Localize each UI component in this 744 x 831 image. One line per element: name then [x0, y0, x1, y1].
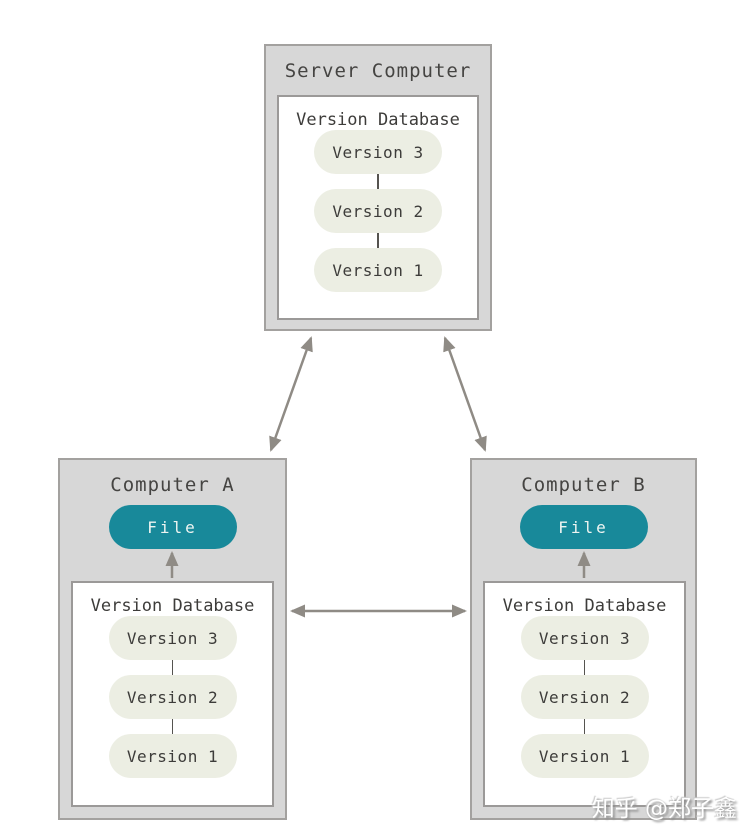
computer-b-version-database-title: Version Database [502, 596, 667, 616]
computer-a-box: Computer A File Version Database Version… [58, 458, 287, 820]
version-link-line [171, 719, 174, 734]
version-link-line [583, 660, 586, 675]
server-computer-title: Server Computer [284, 60, 472, 82]
computer-b-version-2-pill: Version 2 [520, 675, 649, 719]
version-link-line [377, 233, 379, 248]
server-version-2-pill: Version 2 [314, 189, 442, 233]
computer-a-version-2-pill: Version 2 [108, 675, 237, 719]
computer-b-version-1-pill: Version 1 [520, 734, 649, 778]
computer-a-version-database-title: Version Database [90, 596, 255, 616]
computer-b-file-pill: File [519, 505, 648, 549]
server-computer-box: Server Computer Version Database Version… [264, 44, 492, 331]
computer-a-version-database-box: Version Database Version 3 Version 2 Ver… [71, 581, 274, 807]
server-version-1-pill: Version 1 [314, 248, 442, 292]
server-version-database-title: Version Database [296, 110, 460, 130]
computer-b-box: Computer B File Version Database Version… [470, 458, 697, 820]
server-version-3-pill: Version 3 [314, 130, 442, 174]
server-to-computer-a-arrow [269, 336, 313, 452]
server-version-database-box: Version Database Version 3 Version 2 Ver… [277, 95, 479, 320]
computer-b-title: Computer B [521, 474, 646, 496]
computer-a-version-3-pill: Version 3 [108, 616, 237, 660]
computer-a-version-1-pill: Version 1 [108, 734, 237, 778]
computer-a-file-pill: File [108, 505, 237, 549]
server-to-computer-b-arrow [443, 336, 487, 452]
computer-a-title: Computer A [110, 474, 235, 496]
zhihu-watermark: 知乎 @郑子鑫 [591, 796, 737, 822]
version-link-line [583, 719, 586, 734]
version-link-line [377, 174, 379, 189]
version-link-line [171, 660, 174, 675]
computer-b-version-database-box: Version Database Version 3 Version 2 Ver… [483, 581, 686, 807]
computer-b-version-3-pill: Version 3 [520, 616, 649, 660]
